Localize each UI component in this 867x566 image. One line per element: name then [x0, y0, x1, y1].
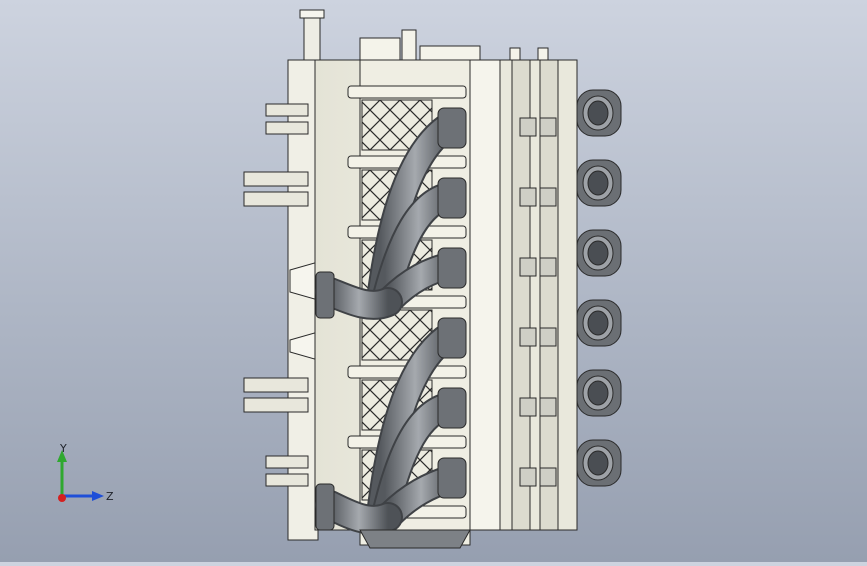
exhaust-header-upper[interactable]	[315, 111, 466, 320]
exhaust-header-lower[interactable]	[315, 321, 466, 535]
front-accessory-drive	[243, 59, 319, 541]
intake-pipe	[299, 9, 325, 66]
y-axis-label: Y	[59, 442, 67, 455]
z-axis-arrow-icon	[92, 491, 104, 501]
valvetrain	[519, 117, 557, 487]
coordinate-triad: Y Z	[48, 440, 118, 510]
header-flanges	[315, 107, 467, 531]
x-axis-dot-icon	[58, 494, 66, 502]
y-axis-arrow-icon	[57, 450, 67, 462]
z-axis-label: Z	[106, 490, 114, 503]
top-accessories	[359, 29, 549, 65]
intake-runners[interactable]	[576, 89, 622, 487]
oil-pan	[359, 529, 471, 549]
